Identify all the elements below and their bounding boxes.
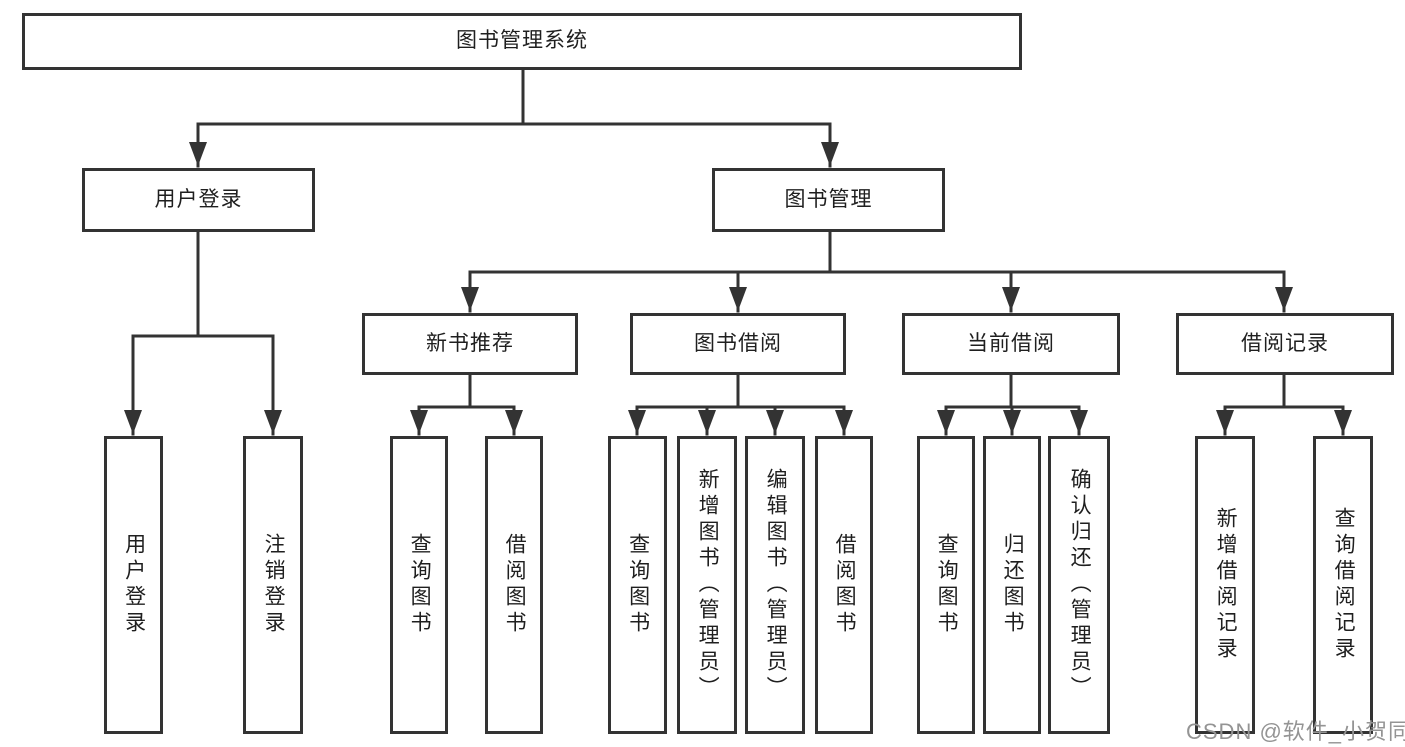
node-nbr-borrow-books-label: 借阅图书 xyxy=(503,533,527,637)
node-new-book-recommend: 新书推荐 xyxy=(362,313,578,375)
node-cb-query-books: 查询图书 xyxy=(917,436,975,734)
connector-current-borrowing-children xyxy=(937,373,1088,436)
node-user-login-group-label: 用户登录 xyxy=(154,187,243,211)
node-book-management-label: 图书管理 xyxy=(784,187,873,211)
node-bb-add-books-label: 新增图书（管理员） xyxy=(696,468,720,702)
node-bb-add-books: 新增图书（管理员） xyxy=(677,436,737,734)
node-cb-return-books: 归还图书 xyxy=(983,436,1041,734)
node-nbr-query-books: 查询图书 xyxy=(390,436,448,734)
connector-book-borrowing-children xyxy=(628,373,853,436)
node-new-book-recommend-label: 新书推荐 xyxy=(426,331,514,355)
node-bb-query-books: 查询图书 xyxy=(608,436,667,734)
node-root-label: 图书管理系统 xyxy=(456,29,588,53)
node-cb-return-books-label: 归还图书 xyxy=(1001,533,1025,637)
node-user-login: 用户登录 xyxy=(104,436,163,734)
node-cb-confirm-return-label: 确认归还（管理员） xyxy=(1068,468,1092,702)
connector-root-to-level2 xyxy=(189,67,839,168)
node-br-query-record: 查询借阅记录 xyxy=(1313,436,1373,734)
node-root: 图书管理系统 xyxy=(22,13,1022,70)
node-book-borrowing: 图书借阅 xyxy=(630,313,846,375)
node-user-login-label: 用户登录 xyxy=(122,533,146,637)
connector-user-login-children xyxy=(124,230,282,436)
node-current-borrowing-label: 当前借阅 xyxy=(967,331,1055,355)
node-br-query-record-label: 查询借阅记录 xyxy=(1332,507,1356,663)
node-bb-borrow-books: 借阅图书 xyxy=(815,436,873,734)
node-logout: 注销登录 xyxy=(243,436,303,734)
node-user-login-group: 用户登录 xyxy=(82,168,315,232)
node-cb-query-books-label: 查询图书 xyxy=(935,533,959,637)
node-br-add-record: 新增借阅记录 xyxy=(1195,436,1255,734)
node-book-management: 图书管理 xyxy=(712,168,945,232)
csdn-watermark: CSDN @软件_小贺同学 xyxy=(1186,719,1405,744)
node-bb-edit-books: 编辑图书（管理员） xyxy=(745,436,805,734)
node-borrowing-records-label: 借阅记录 xyxy=(1241,331,1329,355)
node-nbr-borrow-books: 借阅图书 xyxy=(485,436,543,734)
connector-new-book-recommend-children xyxy=(410,373,523,436)
node-bb-query-books-label: 查询图书 xyxy=(626,533,650,637)
node-cb-confirm-return: 确认归还（管理员） xyxy=(1048,436,1110,734)
node-br-add-record-label: 新增借阅记录 xyxy=(1214,507,1238,663)
node-borrowing-records: 借阅记录 xyxy=(1176,313,1394,375)
node-bb-borrow-books-label: 借阅图书 xyxy=(833,533,857,637)
node-current-borrowing: 当前借阅 xyxy=(902,313,1120,375)
connector-book-management-children xyxy=(461,230,1293,313)
node-bb-edit-books-label: 编辑图书（管理员） xyxy=(764,468,788,702)
connector-borrowing-records-children xyxy=(1216,373,1352,436)
node-book-borrowing-label: 图书借阅 xyxy=(694,331,782,355)
node-nbr-query-books-label: 查询图书 xyxy=(408,533,432,637)
node-logout-label: 注销登录 xyxy=(262,533,286,637)
